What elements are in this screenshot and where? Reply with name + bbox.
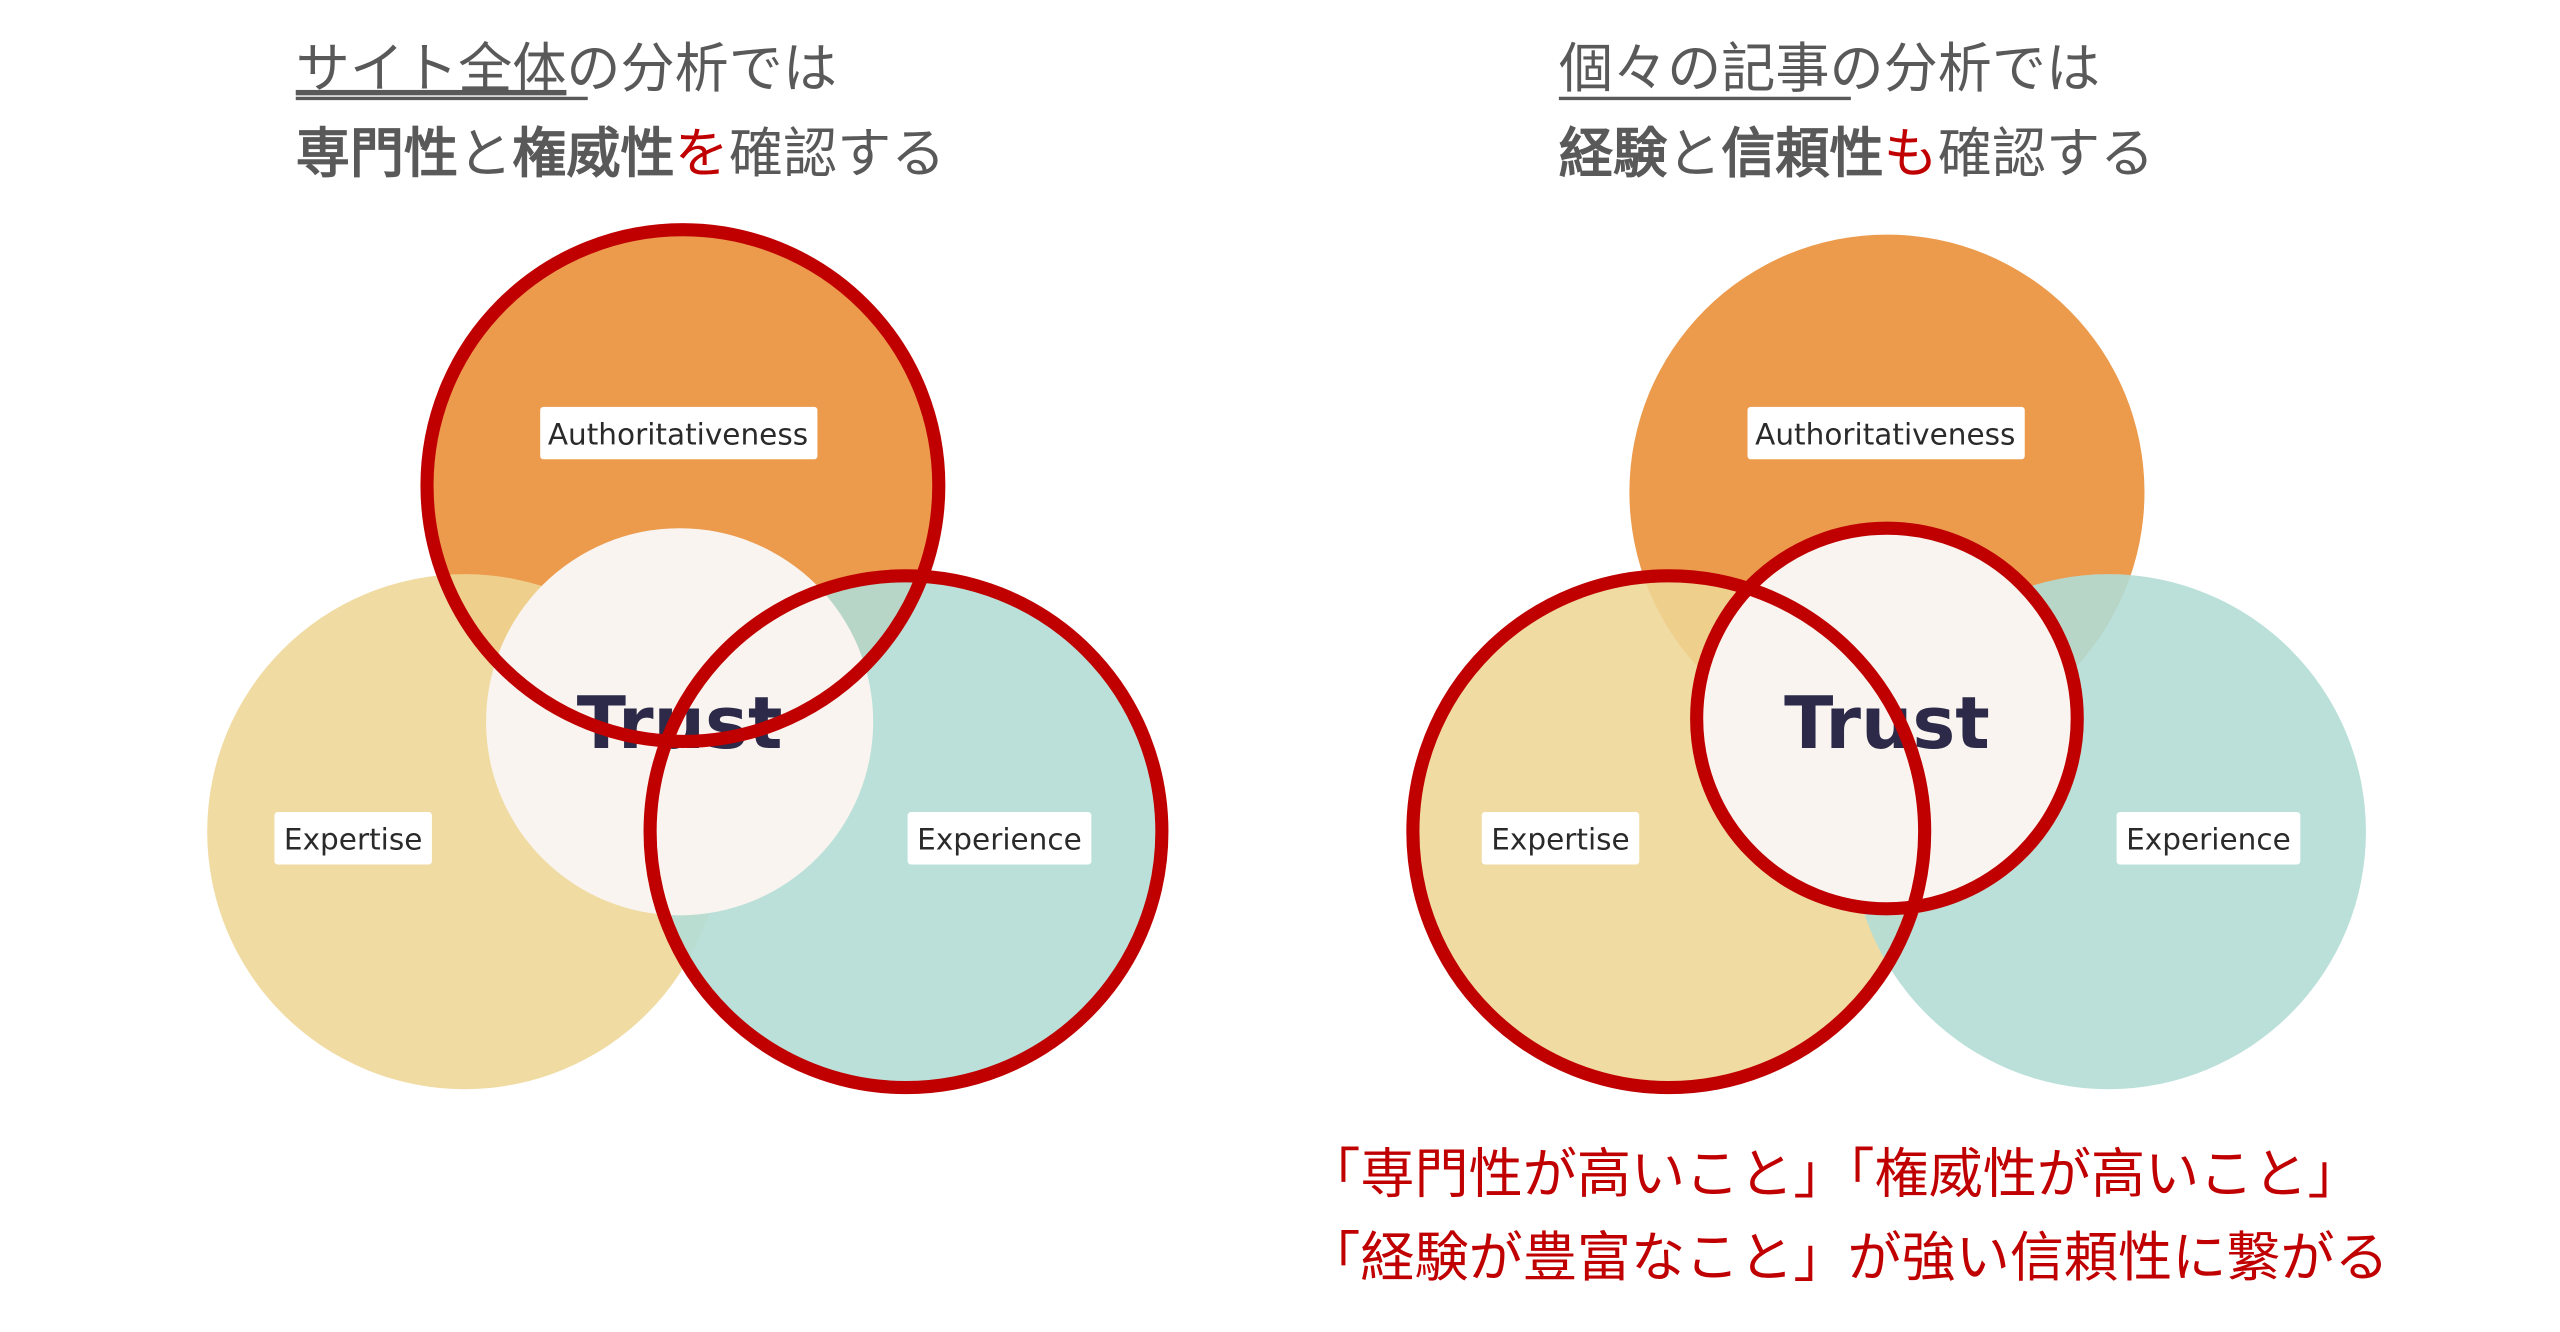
highlight-ring-trust (1690, 521, 2084, 916)
highlight-ring-experience (643, 569, 1169, 1095)
left-title-line1: サイト全体の分析では (296, 37, 837, 100)
highlight-ring-authoritativeness (420, 223, 946, 749)
right-title-line1: 個々の記事の分析では (1559, 37, 2100, 100)
authoritativeness-label: Authoritativeness (1755, 418, 2015, 452)
authoritativeness-label-box (1747, 406, 2025, 460)
authoritativeness-label: Authoritativeness (548, 418, 808, 452)
left-title-line2: 専門性と権威性を確認する (296, 122, 946, 185)
conclusion-line2: 「経験が豊富なこと」が強い信頼性に繋がる (1306, 1226, 2389, 1289)
expertise-label: Expertise (1491, 823, 1629, 857)
right-venn-diagram: Trust Authoritativeness Expertise Experi… (1406, 234, 2366, 1095)
experience-label-box (907, 811, 1092, 865)
trust-circle (1693, 528, 2081, 916)
expertise-label: Expertise (284, 823, 422, 857)
expertise-label-box (1481, 811, 1640, 865)
experience-label: Experience (917, 823, 1082, 857)
conclusion-line1: 「専門性が高いこと」「権威性が高いこと」 (1306, 1143, 2361, 1206)
expertise-label-box (274, 811, 432, 865)
experience-label-box (2116, 811, 2301, 865)
right-title-line2: 経験と信頼性も確認する (1559, 122, 2154, 185)
highlight-ring-expertise (1406, 569, 1932, 1095)
experience-label: Experience (2126, 823, 2291, 857)
left-venn-diagram: Trust Authoritativeness Expertise Experi… (207, 223, 1169, 1095)
authoritativeness-label-box (540, 406, 818, 460)
